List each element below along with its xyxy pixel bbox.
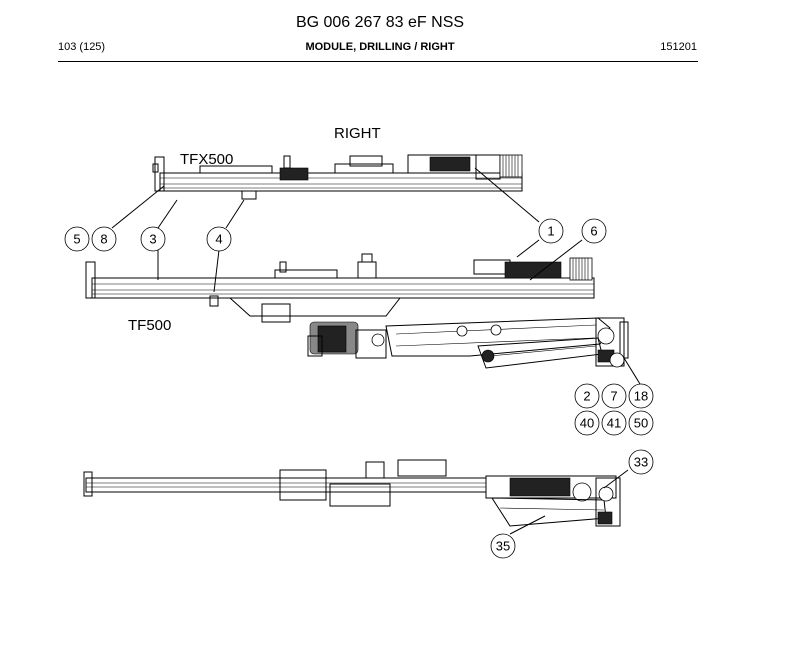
callout-7: 7 <box>601 383 627 409</box>
callout-41: 41 <box>601 410 627 436</box>
callout-4: 4 <box>206 226 232 252</box>
callout-6: 6 <box>581 218 607 244</box>
svg-text:3: 3 <box>149 232 156 247</box>
svg-text:8: 8 <box>100 232 107 247</box>
callout-33: 33 <box>628 449 654 475</box>
callout-40: 40 <box>574 410 600 436</box>
callout-5: 5 <box>64 226 90 252</box>
callout-50: 50 <box>628 410 654 436</box>
svg-text:5: 5 <box>73 232 80 247</box>
header-divider <box>58 61 698 62</box>
top-view-assembly <box>83 459 621 527</box>
page-number: 103 (125) <box>58 41 106 53</box>
view-label-right: RIGHT <box>334 125 381 142</box>
callout-8: 8 <box>91 226 117 252</box>
svg-text:33: 33 <box>634 455 648 470</box>
document-code: 151201 <box>660 41 697 53</box>
svg-text:50: 50 <box>634 416 648 431</box>
svg-text:7: 7 <box>610 389 617 404</box>
tfx500-feed-assembly <box>152 154 523 200</box>
svg-text:1: 1 <box>547 224 554 239</box>
callout-35: 35 <box>490 533 516 559</box>
tfx500-hose-drum <box>499 154 523 178</box>
callout-18: 18 <box>628 383 654 409</box>
svg-text:18: 18 <box>634 389 648 404</box>
svg-text:6: 6 <box>590 224 597 239</box>
callout-2: 2 <box>574 383 600 409</box>
svg-text:35: 35 <box>496 539 510 554</box>
callout-1: 1 <box>538 218 564 244</box>
tf500-feed-assembly <box>85 253 595 323</box>
boom-assembly <box>307 317 629 369</box>
section-title: MODULE, DRILLING / RIGHT <box>305 41 455 53</box>
label-tf500: TF500 <box>128 317 171 334</box>
svg-text:2: 2 <box>583 389 590 404</box>
leader-lines <box>111 167 641 535</box>
svg-text:40: 40 <box>580 416 594 431</box>
svg-text:4: 4 <box>215 232 222 247</box>
callout-3: 3 <box>140 226 166 252</box>
tf500-hose-drum <box>569 257 593 281</box>
svg-text:41: 41 <box>607 416 621 431</box>
label-tfx500: TFX500 <box>180 151 233 168</box>
document-title: BG 006 267 83 eF NSS <box>295 14 465 31</box>
